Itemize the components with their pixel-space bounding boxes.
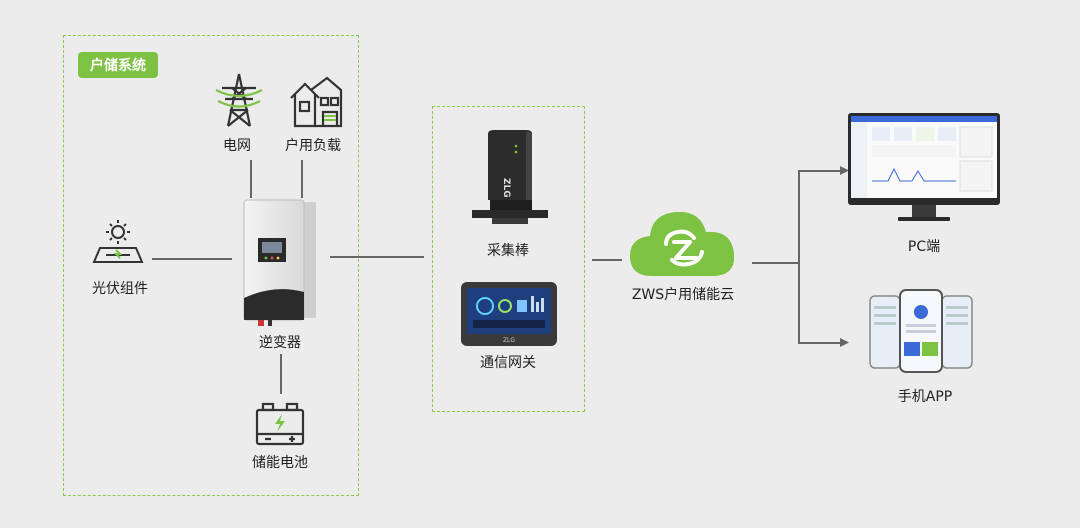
grid-connector — [250, 160, 252, 198]
household-storage-tag: 户储系统 — [78, 52, 158, 78]
pc-branch — [798, 170, 842, 172]
pc-monitor-device — [848, 113, 1000, 221]
pc-label: PC端 — [907, 239, 941, 255]
collection-stick-device: ZLG — [472, 130, 548, 224]
svg-text:ZLG: ZLG — [501, 178, 511, 198]
battery-connector — [280, 354, 282, 394]
battery-label: 储能电池 — [252, 455, 308, 471]
communication-gateway-device: ZLG — [461, 282, 557, 346]
battery-icon — [255, 402, 305, 446]
household-storage-system-box — [63, 35, 359, 496]
arrow-right-icon — [840, 166, 849, 175]
power-tower-icon — [215, 73, 263, 127]
arrow-right-icon — [840, 338, 849, 347]
communication-gateway-label: 通信网关 — [480, 355, 536, 371]
inverter-gateway-connector — [330, 256, 424, 258]
app-label: 手机APP — [897, 389, 953, 405]
collection-stick-label: 采集棒 — [487, 243, 529, 259]
pv-connector — [152, 258, 232, 260]
inverter-device — [243, 199, 316, 326]
house-load-icon — [290, 76, 343, 128]
mobile-phones-device — [869, 289, 973, 373]
cloud-label: ZWS户用储能云 — [631, 287, 735, 303]
solar-panel-icon — [92, 220, 144, 263]
gateway-brand-text: ZLG — [503, 337, 515, 344]
app-branch — [798, 342, 842, 344]
inverter-label: 逆变器 — [259, 335, 301, 351]
cloud-clients-stem — [752, 262, 798, 264]
cloud-icon — [630, 211, 735, 276]
clients-vertical — [798, 170, 800, 342]
gateway-box — [432, 106, 585, 412]
household-load-label: 户用负载 — [285, 138, 341, 154]
load-connector — [301, 160, 303, 198]
pv-module-label: 光伏组件 — [92, 281, 148, 297]
gateway-cloud-connector — [592, 259, 622, 261]
grid-label: 电网 — [223, 138, 251, 154]
